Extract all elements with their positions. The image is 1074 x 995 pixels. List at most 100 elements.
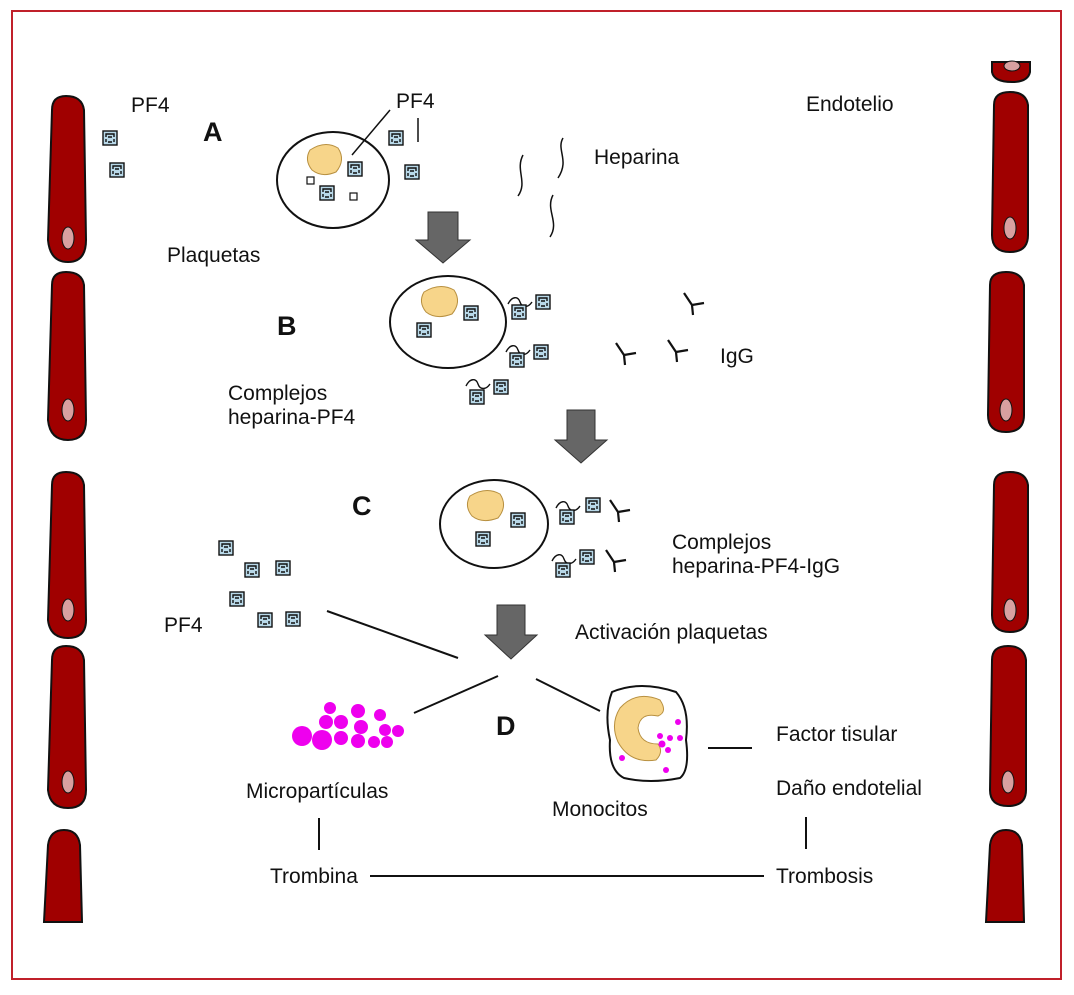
endothelial-cell: [46, 644, 88, 810]
heparin-chain: [551, 554, 577, 565]
microparticle: [334, 715, 348, 729]
down-arrow-icon: [553, 409, 609, 464]
microparticle: [379, 724, 391, 736]
microparticle: [319, 715, 333, 729]
igg-antibody-icon: [604, 548, 628, 574]
microparticle: [354, 720, 368, 734]
cell-nucleus: [61, 770, 75, 794]
label-stage-a: A: [203, 117, 223, 147]
label-pf4-top: PF4: [396, 90, 435, 113]
heparin-chain: [555, 501, 581, 512]
label-pf4-c: PF4: [164, 614, 203, 637]
label-pf4-left: PF4: [131, 94, 170, 117]
microparticle: [665, 747, 671, 753]
microparticle: [675, 719, 681, 725]
label-trombina: Trombina: [270, 865, 358, 888]
endothelium-left: [42, 94, 88, 923]
label-plaquetas: Plaquetas: [167, 244, 260, 267]
connector-line: [413, 675, 499, 714]
microparticle: [663, 767, 669, 773]
label-complejos-hp-1: Complejos: [228, 382, 327, 405]
microparticle: [657, 733, 663, 739]
granule-small: [306, 176, 315, 185]
label-microparticulas: Micropartículas: [246, 780, 388, 803]
igg-antibody-icon: [608, 498, 632, 524]
stage-a-group: [102, 109, 564, 238]
heparin-chain: [517, 154, 524, 197]
platelet: [276, 131, 390, 229]
pf4-molecule: [229, 591, 245, 607]
pf4-molecule: [579, 549, 595, 565]
endothelial-cell: [990, 470, 1029, 634]
connector-line: [326, 610, 459, 659]
pf4-molecule: [510, 512, 526, 528]
label-complejos-hp-2: heparina-PF4: [228, 406, 356, 429]
pf4-molecule: [585, 497, 601, 513]
pf4-molecule: [244, 562, 260, 578]
pf4-molecule: [475, 531, 491, 547]
pf4-molecule: [469, 389, 485, 405]
pf4-molecule: [275, 560, 291, 576]
endothelial-cell: [46, 94, 88, 264]
monocyte-cell: [606, 685, 689, 782]
pf4-molecule: [257, 612, 273, 628]
platelet-granule: [420, 286, 458, 318]
heparin-chain: [465, 379, 491, 390]
microparticle: [351, 734, 365, 748]
microparticle: [374, 709, 386, 721]
pf4-molecule: [319, 185, 335, 201]
igg-antibody-icon: [614, 341, 638, 367]
platelet-granule: [466, 490, 504, 522]
endothelial-cell: [46, 470, 88, 640]
microparticle: [292, 726, 312, 746]
microparticle: [351, 704, 365, 718]
pf4-molecule: [388, 130, 404, 146]
endothelial-cell: [42, 828, 84, 923]
microparticle: [677, 735, 683, 741]
microparticle: [368, 736, 380, 748]
label-monocitos: Monocitos: [552, 798, 648, 821]
label-stage-d: D: [496, 711, 516, 741]
endothelial-cell: [988, 644, 1027, 808]
pf4-molecule: [559, 509, 575, 525]
pf4-molecule: [102, 130, 118, 146]
heparin-chain: [557, 137, 564, 179]
label-activacion: Activación plaquetas: [575, 621, 768, 644]
microparticle: [658, 740, 666, 748]
label-complejos-hpi-1: Complejos: [672, 531, 771, 554]
endothelium-right: [984, 60, 1031, 923]
stage-c-group: [218, 479, 632, 628]
granule-small: [349, 192, 358, 201]
pf4-molecule: [535, 294, 551, 310]
label-endotelio: Endotelio: [806, 93, 894, 116]
pf4-molecule: [511, 304, 527, 320]
cell-nucleus: [1003, 598, 1017, 622]
label-heparina: Heparina: [594, 146, 680, 169]
cell-nucleus: [1003, 216, 1017, 240]
label-factor-tisular: Factor tisular: [776, 723, 897, 746]
cell-nucleus: [1003, 60, 1021, 72]
pf4-molecule: [109, 162, 125, 178]
cell-nucleus: [999, 398, 1013, 422]
pointer-line: [351, 109, 391, 156]
microparticle: [324, 702, 336, 714]
endothelial-cell: [990, 90, 1029, 254]
label-stage-c: C: [352, 491, 372, 521]
monocyte-nucleus: [614, 695, 664, 762]
down-arrow-icon: [483, 604, 539, 660]
microparticle: [312, 730, 332, 750]
pf4-molecule: [285, 611, 301, 627]
pf4-molecule: [555, 562, 571, 578]
pf4-molecule: [509, 352, 525, 368]
microparticle: [381, 736, 393, 748]
pf4-molecule: [416, 322, 432, 338]
platelet: [439, 479, 549, 569]
igg-antibody-icon: [666, 338, 690, 364]
endothelial-cell: [986, 270, 1025, 434]
heparin-chain: [549, 194, 555, 238]
pf4-molecule: [218, 540, 234, 556]
platelet: [389, 275, 507, 369]
label-igg: IgG: [720, 345, 754, 368]
